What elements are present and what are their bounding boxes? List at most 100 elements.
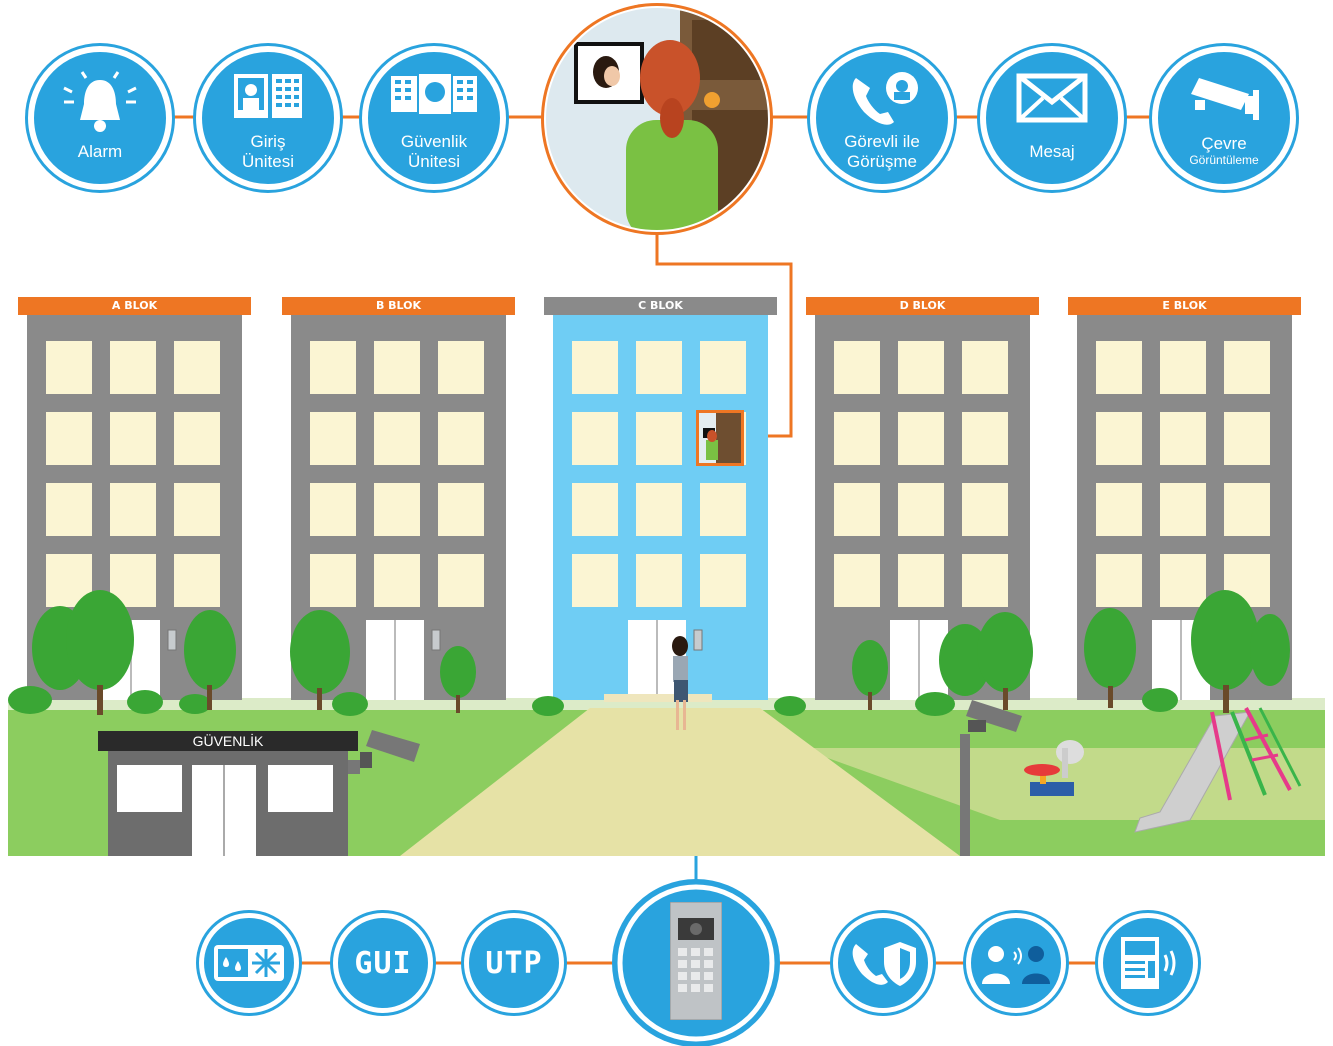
building-window	[438, 341, 484, 394]
booth-camera-icon	[348, 730, 420, 774]
feature-call-officer-label-1: Görevli ile	[844, 132, 920, 151]
building-window	[438, 483, 484, 536]
building-window	[310, 554, 356, 607]
feature-security-label-1: Güvenlik	[400, 132, 468, 151]
building-window	[1224, 341, 1270, 394]
building-window	[110, 412, 156, 465]
visitor-person	[672, 636, 688, 730]
building-window	[46, 341, 92, 394]
building-window	[834, 554, 880, 607]
building-window	[834, 341, 880, 394]
building-window	[572, 412, 618, 465]
building-window	[1160, 341, 1206, 394]
building-window	[572, 483, 618, 536]
feature-alarm[interactable]: Alarm	[28, 46, 172, 190]
envelope-icon	[986, 70, 1118, 126]
feature-entrance-label-1: Giriş	[250, 132, 286, 151]
water-snow-icon	[214, 945, 284, 981]
feature-utp[interactable]: UTP	[464, 913, 564, 1013]
building-window	[1096, 483, 1142, 536]
building-window	[572, 341, 618, 394]
feature-intercom-talk[interactable]	[966, 913, 1066, 1013]
apartment-highlight	[696, 410, 744, 466]
building-window	[962, 554, 1008, 607]
building-window	[1096, 341, 1142, 394]
feature-call-officer[interactable]: Görevli ile Görüşme	[810, 46, 954, 190]
building-window	[636, 412, 682, 465]
feature-alarm-label: Alarm	[77, 142, 123, 161]
feature-surveillance-label-2: Görüntüleme	[1189, 152, 1259, 167]
building-window	[438, 412, 484, 465]
door-panel-icon	[669, 901, 723, 1021]
phone-officer-icon	[816, 70, 948, 130]
cctv-camera-icon	[1158, 70, 1290, 126]
building-window	[636, 483, 682, 536]
building-window	[1160, 412, 1206, 465]
feature-secure-call[interactable]	[833, 913, 933, 1013]
building-window	[572, 554, 618, 607]
panel-signal-icon	[1121, 937, 1176, 989]
building-window	[700, 483, 746, 536]
block-label-1: A BLOK	[18, 297, 251, 315]
slide	[1134, 707, 1302, 833]
building-window	[898, 483, 944, 536]
two-people-talk-icon	[982, 946, 1050, 984]
building-window	[898, 412, 944, 465]
building-window	[636, 554, 682, 607]
building-window	[310, 412, 356, 465]
feature-weatherproof[interactable]	[199, 913, 299, 1013]
feature-security-unit[interactable]: Güvenlik Ünitesi	[362, 46, 506, 190]
utp-text-icon: UTP	[485, 945, 543, 981]
building-window	[374, 341, 420, 394]
gui-text-icon: GUI	[354, 945, 412, 981]
building-window	[962, 341, 1008, 394]
feature-message-label: Mesaj	[1029, 142, 1075, 161]
walkway	[400, 708, 960, 856]
feature-entrance-unit[interactable]: Giriş Ünitesi	[196, 46, 340, 190]
phone-shield-icon	[852, 942, 916, 986]
building-window	[962, 483, 1008, 536]
building-window	[374, 554, 420, 607]
building-window	[898, 554, 944, 607]
building-window	[174, 554, 220, 607]
building-window	[834, 412, 880, 465]
entrance-panel-icon	[202, 70, 334, 126]
feature-surveillance[interactable]: Çevre Görüntüleme	[1152, 46, 1296, 190]
building-window	[46, 483, 92, 536]
building-window	[962, 412, 1008, 465]
feature-entrance-label-2: Ünitesi	[242, 151, 294, 171]
feature-gui[interactable]: GUI	[333, 913, 433, 1013]
block-label-2: B BLOK	[282, 297, 515, 315]
building-window	[110, 483, 156, 536]
building-window	[636, 341, 682, 394]
block-label-3: C BLOK	[544, 297, 777, 315]
spring-rider	[1024, 740, 1084, 796]
building-door-panel	[431, 629, 441, 651]
building-window	[1160, 483, 1206, 536]
pole-camera-icon	[960, 700, 1022, 856]
building-window	[374, 483, 420, 536]
building-window	[898, 341, 944, 394]
security-panel-icon	[368, 70, 500, 120]
building-window	[174, 483, 220, 536]
building-window	[174, 412, 220, 465]
trees	[8, 590, 1290, 716]
feature-message[interactable]: Mesaj	[980, 46, 1124, 190]
building-window	[1224, 412, 1270, 465]
block-label-5: E BLOK	[1068, 297, 1301, 315]
building-door-panel	[167, 629, 177, 651]
building-window	[700, 341, 746, 394]
building-window	[310, 341, 356, 394]
building-window	[700, 554, 746, 607]
building-window	[834, 483, 880, 536]
apartment-connector-line	[655, 230, 793, 438]
feature-door-panel[interactable]	[669, 901, 723, 1021]
building-window	[174, 341, 220, 394]
building-window	[46, 412, 92, 465]
block-label-4: D BLOK	[806, 297, 1039, 315]
feature-wireless-panel[interactable]	[1098, 913, 1198, 1013]
building-window	[1096, 554, 1142, 607]
building-window	[1224, 483, 1270, 536]
building-door-panel	[693, 629, 703, 651]
